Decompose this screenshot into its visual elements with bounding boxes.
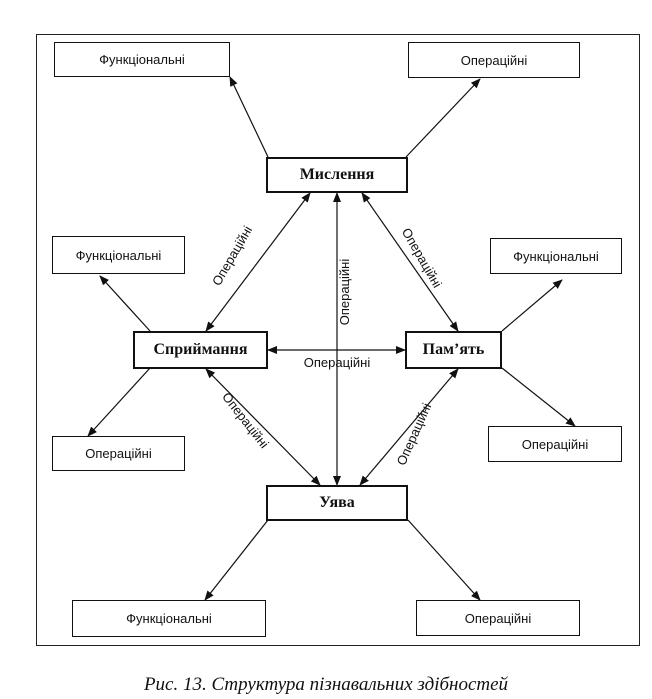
edge-label-thinking-perception: Операційні xyxy=(209,223,255,288)
leaf-thinking-oper: Операційні xyxy=(408,42,580,78)
leaf-perception-func: Функціональні xyxy=(52,236,185,274)
edge-label-perception-memory: Операційні xyxy=(304,355,371,370)
edge-label-memory-imagination: Операційні xyxy=(394,401,435,468)
edge-label-thinking-memory: Операційні xyxy=(399,225,445,290)
edge-thinking-perception xyxy=(205,192,311,332)
leaf-memory-func: Функціональні xyxy=(490,238,622,274)
leaf-memory-oper: Операційні xyxy=(488,426,622,462)
edge-memory-imagination xyxy=(359,368,459,486)
edge-label-perception-imagination: Операційні xyxy=(219,389,272,451)
node-thinking: Мислення xyxy=(266,157,408,193)
edge-perception-imagination xyxy=(205,368,321,486)
figure-caption: Рис. 13. Структура пізнавальних здібност… xyxy=(143,674,509,695)
edge-thinking-memory xyxy=(361,192,459,332)
edge-perception-oper xyxy=(87,367,151,437)
node-memory: Пам’ять xyxy=(405,331,502,369)
leaf-thinking-func: Функціональні xyxy=(54,42,230,77)
edge-imagination-func xyxy=(204,519,269,601)
edge-perception-func xyxy=(99,275,151,332)
edge-label-thinking-imagination: Операційні xyxy=(337,259,352,326)
node-perception: Сприймання xyxy=(133,331,268,369)
leaf-imagination-oper: Операційні xyxy=(416,600,580,636)
edge-memory-func xyxy=(501,279,563,332)
edge-imagination-oper xyxy=(407,519,481,601)
edge-thinking-oper xyxy=(405,78,481,158)
edge-memory-oper xyxy=(501,367,576,427)
edge-thinking-func xyxy=(229,76,269,158)
node-imagination: Уява xyxy=(266,485,408,521)
leaf-imagination-func: Функціональні xyxy=(72,600,266,637)
leaf-perception-oper: Операційні xyxy=(52,436,185,471)
diagram-frame xyxy=(36,34,640,646)
